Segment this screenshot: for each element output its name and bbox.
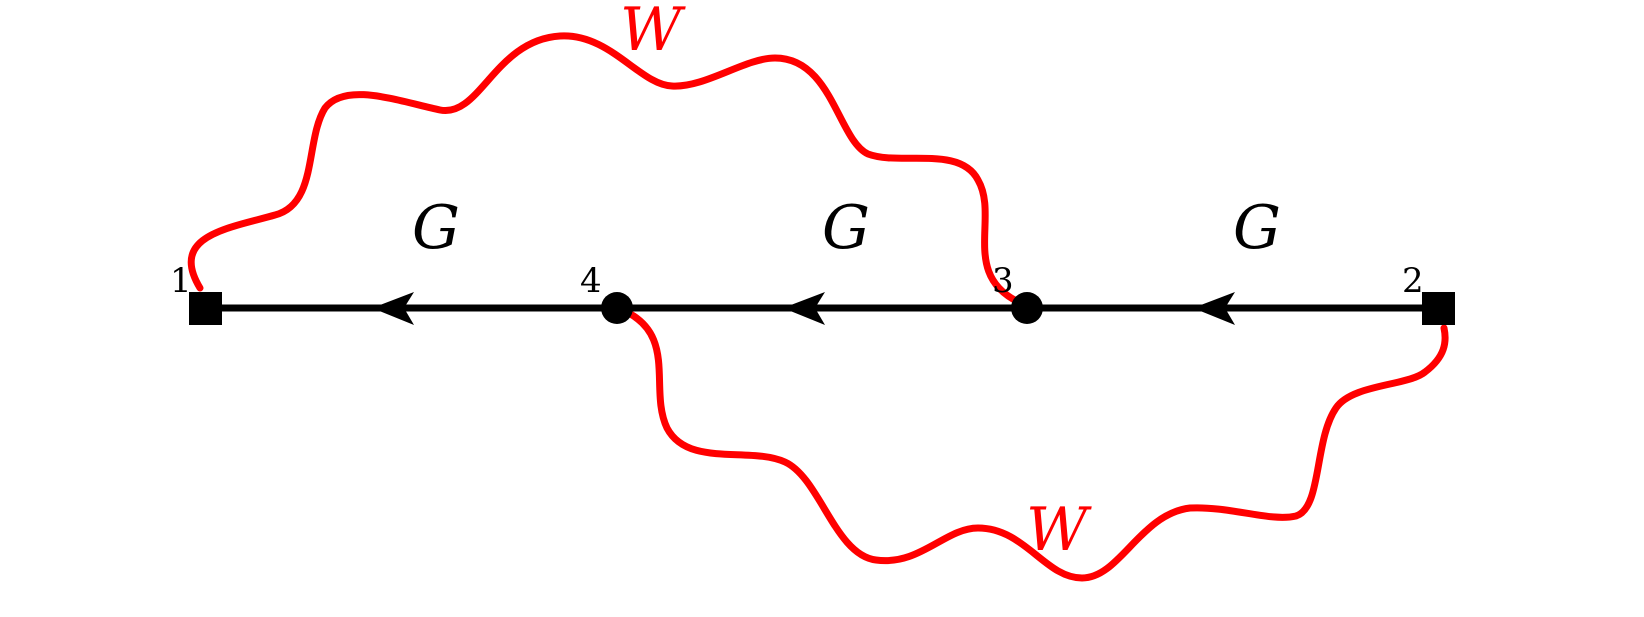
arrowhead-g1 bbox=[372, 292, 414, 325]
interaction-line-lower bbox=[614, 304, 1449, 582]
vertex-label-2: 2 bbox=[1402, 261, 1424, 301]
vertex-1-square bbox=[189, 292, 222, 325]
vertex-label-4: 4 bbox=[580, 261, 602, 301]
vertex-2-square bbox=[1422, 292, 1455, 325]
propagator-label-g-right: G bbox=[1233, 193, 1281, 263]
arrowhead-g3 bbox=[1193, 292, 1235, 325]
interaction-label-w-lower: W bbox=[1026, 495, 1092, 565]
propagator-label-g-left: G bbox=[412, 193, 460, 263]
vertex-label-1: 1 bbox=[170, 261, 192, 301]
vertex-4-dot bbox=[601, 292, 633, 324]
interaction-line-upper bbox=[187, 32, 1029, 309]
propagator-label-g-middle: G bbox=[822, 193, 870, 263]
vertex-3-dot bbox=[1011, 292, 1043, 324]
interaction-label-w-upper: W bbox=[620, 0, 686, 65]
arrowhead-g2 bbox=[783, 292, 825, 325]
vertex-label-3: 3 bbox=[992, 261, 1014, 301]
